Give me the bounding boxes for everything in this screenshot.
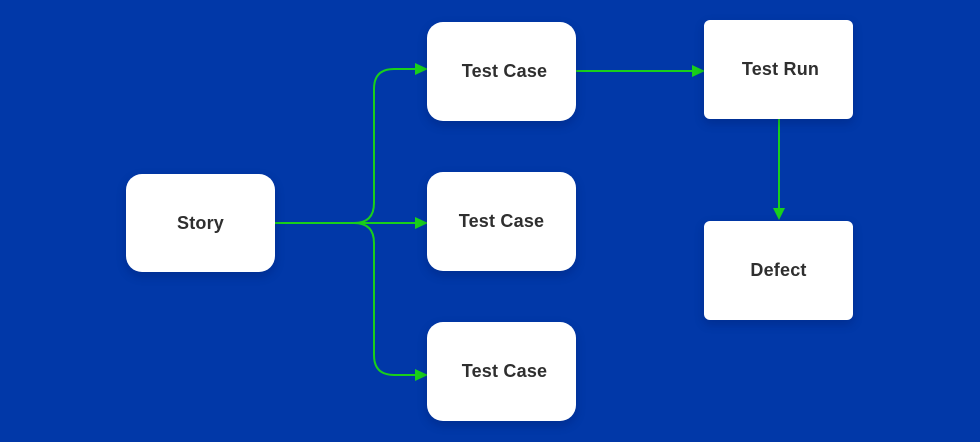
connector-story-to-test-case-bottom [353,222,417,376]
node-label: Defect [750,260,807,280]
arrowhead-icon [692,65,705,77]
node-test-case-middle: Test Case [427,172,576,271]
node-test-run: Test Run [704,20,853,119]
node-test-case-bottom: Test Case [427,322,576,421]
arrowhead-icon [773,208,785,220]
arrowhead-icon [415,369,428,381]
node-test-case-top: Test Case [427,22,576,121]
connector-story-to-test-case-top [274,68,417,224]
node-label: Test Case [461,361,548,381]
node-label: Test Case [458,211,545,231]
node-label: Test Case [461,61,548,81]
arrowhead-icon [415,217,428,229]
node-label: Story [176,212,224,233]
node-story: Story [126,174,275,272]
arrowhead-icon [415,63,428,75]
node-defect: Defect [704,221,853,320]
node-label: Test Run [741,59,820,79]
